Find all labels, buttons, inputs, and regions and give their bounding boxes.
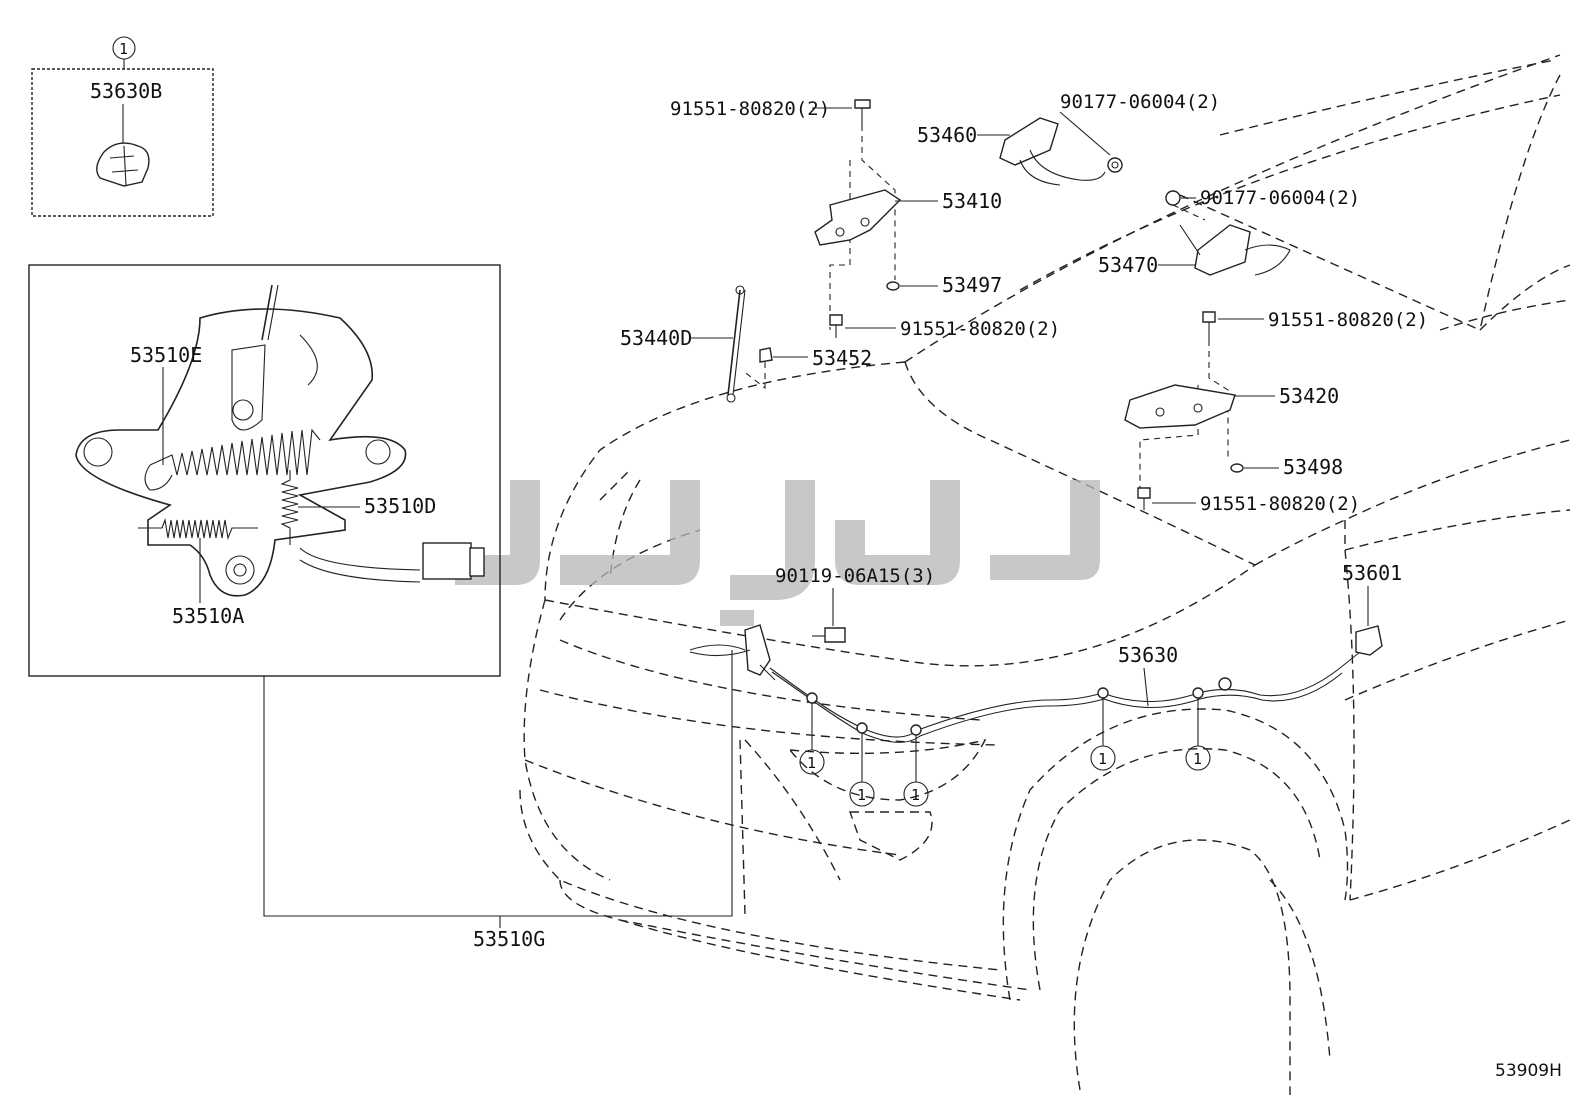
label-53510D: 53510D xyxy=(364,494,436,518)
label-53510G: 53510G xyxy=(473,927,545,951)
clip-marker-1: 1 xyxy=(799,692,825,775)
diagram-code: 53909H xyxy=(1495,1061,1562,1081)
hinge-53410-drawing xyxy=(814,189,902,246)
vehicle-outline xyxy=(519,54,1571,1095)
hood-support-rod-drawing xyxy=(727,289,741,396)
watermark-logo xyxy=(455,480,1100,626)
label-91551-top: 91551-80820(2) xyxy=(670,98,830,120)
label-53470: 53470 xyxy=(1098,253,1158,277)
label-53497: 53497 xyxy=(942,273,1002,297)
hood-lock-detail-box: 53510E 53510D 53510A xyxy=(28,264,501,677)
label-90119: 90119-06A15(3) xyxy=(775,565,935,587)
switch-53460-drawing xyxy=(999,117,1059,166)
clip-marker-4: 1 xyxy=(1090,687,1116,771)
switch-53470-drawing xyxy=(1194,224,1251,276)
svg-text:1: 1 xyxy=(1193,750,1202,768)
label-91551-low: 91551-80820(2) xyxy=(1200,493,1360,515)
label-53510E: 53510E xyxy=(130,343,202,367)
label-53440D: 53440D xyxy=(620,326,692,350)
detail-callout-lines: 53510G xyxy=(263,650,733,951)
svg-text:1: 1 xyxy=(911,786,920,804)
hood-release-cable xyxy=(769,647,1366,738)
hinge-right-group: 91551-80820(2) 53420 53498 91551-80820(2… xyxy=(1124,309,1428,515)
svg-text:1: 1 xyxy=(857,786,866,804)
label-90177-a: 90177-06004(2) xyxy=(1060,91,1220,113)
label-53630: 53630 xyxy=(1118,643,1178,667)
clip-marker-3: 1 xyxy=(903,724,929,807)
hinge-left-group: 91551-80820(2) 53410 53497 91551-80820(2… xyxy=(670,98,1060,340)
label-53498: 53498 xyxy=(1283,455,1343,479)
hood-latch-drawing xyxy=(744,624,771,676)
label-91551-mid: 91551-80820(2) xyxy=(900,318,1060,340)
label-53460: 53460 xyxy=(917,123,977,147)
svg-text:1: 1 xyxy=(1098,750,1107,768)
label-53601: 53601 xyxy=(1342,561,1402,585)
hood-lock-drawing xyxy=(75,308,407,597)
label-53630B: 53630B xyxy=(90,79,162,103)
label-91551-right: 91551-80820(2) xyxy=(1268,309,1428,331)
clip-marker-number: 1 xyxy=(119,40,128,58)
latch-group: 90119-06A15(3) xyxy=(689,565,935,681)
hinge-53420-drawing xyxy=(1124,384,1236,429)
label-53452: 53452 xyxy=(812,346,872,370)
svg-text:1: 1 xyxy=(807,754,816,772)
label-90177-b: 90177-06004(2) xyxy=(1200,187,1360,209)
switch-53470-group: 90177-06004(2) 53470 xyxy=(1098,187,1360,277)
label-53410: 53410 xyxy=(942,189,1002,213)
switch-53460-group: 53460 90177-06004(2) xyxy=(917,91,1220,186)
release-lever-53601-drawing xyxy=(1355,625,1383,656)
clip-marker-2: 1 xyxy=(849,722,875,807)
label-53420: 53420 xyxy=(1279,384,1339,408)
release-cable-group: 53601 53630 1 1 1 1 xyxy=(769,561,1402,807)
clip-marker-5: 1 xyxy=(1185,687,1211,771)
clip-detail-box: 1 53630B xyxy=(31,36,214,217)
clip-53630B-drawing xyxy=(96,142,150,187)
hood-rod-group: 53440D 53452 xyxy=(620,285,872,403)
label-53510A: 53510A xyxy=(172,604,244,628)
